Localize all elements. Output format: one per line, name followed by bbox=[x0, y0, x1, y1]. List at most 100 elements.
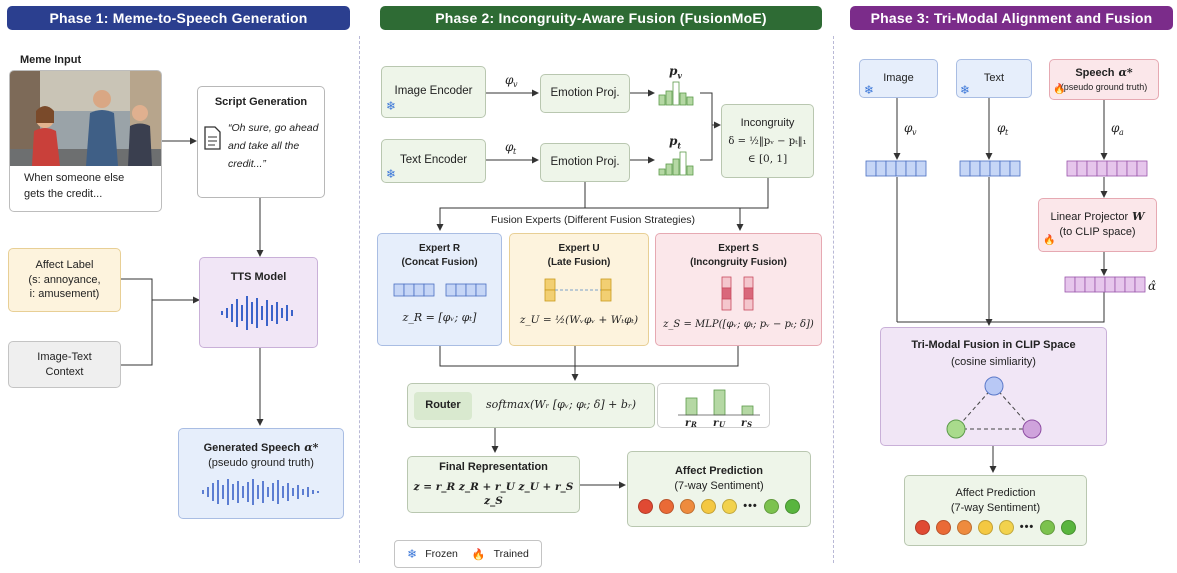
phase1-header: Phase 1: Meme-to-Speech Generation bbox=[7, 6, 350, 30]
svg-text:t: t bbox=[513, 147, 517, 156]
waveform-icon bbox=[220, 295, 293, 330]
meme-image bbox=[10, 71, 161, 166]
emoji-face-icon bbox=[763, 498, 779, 514]
emoji-face-icon bbox=[956, 520, 972, 536]
expert-r-title: Expert R bbox=[418, 243, 461, 254]
svg-text:α̂: α̂ bbox=[1148, 279, 1156, 293]
expert-s-formula: z_S = MLP([φᵥ; φₜ; pᵥ − pₜ; δ]) bbox=[663, 319, 814, 330]
final-representation-box: Final Representation z = r_R z_R + r_U z… bbox=[407, 456, 580, 513]
linear-projector-title: Linear Projector bbox=[1050, 211, 1129, 224]
late-fusion-icon bbox=[544, 278, 612, 302]
incongruity-range: ∈ [0, 1] bbox=[747, 152, 788, 165]
svg-text:t: t bbox=[1005, 128, 1009, 137]
text-encoder-label: Text Encoder bbox=[399, 154, 468, 167]
emoji-face-icon bbox=[1061, 520, 1077, 536]
final-representation-title: Final Representation bbox=[439, 461, 548, 474]
trimodal-fusion-box: Tri-Modal Fusion in CLIP Space (cosine s… bbox=[880, 327, 1107, 446]
emoji-row: ••• bbox=[638, 498, 800, 514]
svg-text:φ: φ bbox=[1111, 121, 1120, 135]
emoji-face-icon bbox=[680, 498, 696, 514]
emotion-proj-text-box: Emotion Proj. bbox=[540, 143, 630, 182]
svg-text:r: r bbox=[741, 418, 747, 427]
affect-prediction-box: Affect Prediction (7-way Sentiment) ••• bbox=[627, 451, 811, 527]
expert-u-sub: (Late Fusion) bbox=[547, 256, 611, 268]
fusion-experts-title: Fusion Experts (Different Fusion Strateg… bbox=[491, 214, 696, 226]
image-modality-box: Image bbox=[859, 59, 938, 98]
svg-text:S: S bbox=[747, 420, 752, 427]
expert-r-sub: (Concat Fusion) bbox=[401, 256, 478, 268]
text-encoder-box: Text Encoder bbox=[381, 139, 486, 183]
fire-icon: 🔥 bbox=[471, 548, 486, 561]
speech-embedding bbox=[1066, 160, 1148, 177]
fire-icon: 🔥 bbox=[1043, 235, 1056, 246]
trimodal-fusion-title: Tri-Modal Fusion in CLIP Space bbox=[911, 339, 1076, 351]
script-text: “Oh sure, go ahead and take all the cred… bbox=[228, 121, 319, 170]
waveform-icon bbox=[202, 478, 319, 505]
expert-s-sub: (Incongruity Fusion) bbox=[690, 256, 787, 268]
document-icon bbox=[204, 126, 221, 150]
image-text-context-box: Image-Text Context bbox=[8, 341, 121, 388]
incongruity-title: Incongruity bbox=[740, 117, 795, 130]
image-embedding bbox=[865, 160, 927, 177]
pt-distribution bbox=[658, 151, 694, 176]
image-modality-label: Image bbox=[883, 72, 914, 85]
meme-input-card: When someone else gets the credit... bbox=[9, 70, 162, 212]
emoji-face-icon bbox=[701, 498, 717, 514]
expert-u-formula: z_U = ½(Wᵥφᵥ + Wₜφₜ) bbox=[519, 314, 639, 326]
expert-u-title: Expert U bbox=[558, 243, 600, 254]
ellipsis-icon: ••• bbox=[1019, 521, 1035, 534]
affect-label-box: Affect Label (s: annoyance, i: amusement… bbox=[8, 248, 121, 312]
concat-vector-icon bbox=[393, 283, 486, 297]
speech-modality-title: Speech bbox=[1075, 67, 1115, 79]
text-embedding bbox=[959, 160, 1021, 177]
snowflake-icon: ❄ bbox=[386, 167, 397, 181]
speech-modality-box: Speech α* (pseudo ground truth) bbox=[1049, 59, 1159, 100]
emoji-face-icon bbox=[935, 520, 951, 536]
final-representation-formula: z = r_R z_R + r_U z_U + r_S z_S bbox=[413, 481, 574, 508]
router-label: Router bbox=[425, 399, 461, 412]
speech-modality-sub: (pseudo ground truth) bbox=[1060, 81, 1148, 92]
router-formula: softmax(Wᵣ [φᵥ; φₜ; δ] + bᵣ) bbox=[486, 398, 637, 412]
snowflake-icon: ❄ bbox=[386, 99, 397, 113]
legend-box: ❄ Frozen 🔥 Trained bbox=[394, 540, 542, 568]
svg-text:φ: φ bbox=[904, 121, 913, 135]
expert-r-formula: z_R = [φᵥ; φₜ] bbox=[402, 311, 477, 324]
emoji-face-icon bbox=[914, 520, 930, 536]
emoji-face-icon bbox=[977, 520, 993, 536]
image-encoder-box: Image Encoder bbox=[381, 66, 486, 118]
emoji-face-icon bbox=[638, 498, 654, 514]
text-modality-label: Text bbox=[983, 72, 1005, 85]
tts-model-box: TTS Model bbox=[199, 257, 318, 348]
emotion-proj-label: Emotion Proj. bbox=[550, 86, 620, 99]
linear-projector-sub: (to CLIP space) bbox=[1059, 226, 1136, 238]
separator bbox=[359, 36, 360, 563]
svg-text:φ: φ bbox=[505, 140, 514, 154]
emoji-face-icon bbox=[722, 498, 738, 514]
emotion-proj-label: Emotion Proj. bbox=[550, 155, 620, 168]
phase3-affect-sub: (7-way Sentiment) bbox=[950, 501, 1041, 514]
emoji-face-icon bbox=[998, 520, 1014, 536]
svg-text:R: R bbox=[690, 420, 697, 427]
phase3-header: Phase 3: Tri-Modal Alignment and Fusion bbox=[850, 6, 1173, 30]
tts-model-title: TTS Model bbox=[230, 271, 287, 283]
script-generation-title: Script Generation bbox=[214, 96, 308, 108]
incongruity-box: Incongruity δ = ½‖pᵥ − pₜ‖₁ ∈ [0, 1] bbox=[721, 104, 814, 178]
separator bbox=[833, 36, 834, 563]
pt-label: pt bbox=[669, 134, 682, 151]
incongruity-formula: δ = ½‖pᵥ − pₜ‖₁ bbox=[728, 136, 807, 148]
cosine-triangle-icon bbox=[946, 376, 1041, 439]
svg-text:φ: φ bbox=[505, 73, 514, 87]
trimodal-fusion-sub: (cosine simliarity) bbox=[951, 355, 1036, 368]
ellipsis-icon: ••• bbox=[743, 499, 758, 512]
snowflake-icon: ❄ bbox=[960, 83, 971, 97]
generated-speech-box: Generated Speech α* (pseudo ground truth… bbox=[178, 428, 344, 519]
image-encoder-label: Image Encoder bbox=[394, 85, 473, 98]
phase3-affect-prediction-box: Affect Prediction (7-way Sentiment) ••• bbox=[904, 475, 1087, 546]
snowflake-icon: ❄ bbox=[864, 83, 875, 97]
affect-label-s: (s: annoyance, bbox=[28, 273, 101, 286]
expert-u-box: Expert U (Late Fusion) z_U = ½(Wᵥφᵥ + Wₜ… bbox=[509, 233, 649, 346]
expert-s-title: Expert S bbox=[718, 243, 759, 254]
linear-projector-box: Linear Projector W (to CLIP space) bbox=[1038, 198, 1157, 252]
